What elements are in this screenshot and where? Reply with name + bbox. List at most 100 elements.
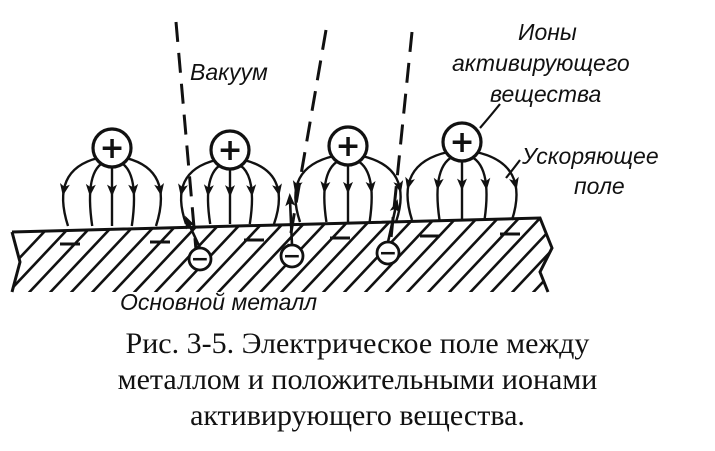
field-label-line1: Ускоряющее [521,143,659,169]
hatch-line [483,218,552,292]
down-arrow-icon [203,184,214,197]
ion-sign: + [217,133,242,168]
hatch-line [273,218,355,292]
hatch-line [568,215,648,300]
plus-in-circle-icon [327,125,369,167]
hatch-line [589,215,669,300]
hatch-line [441,218,523,292]
caption-line-3: активирующего вещества. [190,399,525,432]
down-arrow-icon [292,180,303,193]
up-arrow-icon [389,199,400,213]
positive-ions: + + + + [91,121,483,171]
hatch-line [12,218,61,292]
diagram-labels: Вакуум Ионы активирующего вещества Ускор… [120,19,659,315]
down-arrow-icon [320,181,331,194]
field-line [125,156,163,227]
field-line [475,150,518,221]
trajectory-3 [388,31,414,249]
ion-sign: + [449,125,474,160]
hatch-line [42,218,124,292]
hatch-line [462,218,544,292]
down-arrow-icon [128,183,139,197]
down-arrow-icon [178,183,188,197]
field-line [179,158,217,225]
vacuum-label: Вакуум [190,59,268,85]
positive-ion: + [91,127,133,169]
electron-path [288,199,294,246]
trajectory-1 [174,21,198,251]
hatch-line [504,218,552,292]
ions-leader [479,103,501,129]
down-arrow-icon [85,183,96,197]
electron-trajectories [174,21,414,251]
field-line [235,162,254,225]
down-arrow-icon [154,183,165,196]
down-arrow-icon [246,184,257,197]
ions-label-line3: вещества [490,81,601,107]
label-leaders [479,103,521,179]
down-arrow-icon [405,176,415,190]
hatch-line [21,218,103,292]
surface-charges [60,232,520,246]
electron: − [279,243,305,269]
down-arrow-icon [225,185,235,198]
up-arrow-icon [285,193,296,207]
ions-label-line1: Ионы [518,19,577,45]
ion-sign: + [99,131,124,166]
ions-label-line2: активирующего [452,50,630,76]
caption-line-2: металлом и положительными ионами [117,363,598,396]
caption-line-1: Рис. 3-5. Электрическое поле между [125,327,590,360]
field-line [117,160,136,227]
electrons: − − − [187,240,401,272]
hatch-line [294,218,376,292]
hatch-line [126,218,208,292]
electron: − [375,240,401,266]
field-line [467,154,488,221]
hatch-line [525,218,552,292]
down-arrow-icon [457,178,467,191]
hatch-line [378,218,460,292]
down-arrow-icon [343,181,353,194]
hatch-line [189,218,271,292]
hatch-line [546,218,552,292]
hatch-line [420,218,502,292]
down-arrow-icon [433,177,444,191]
field-line [88,160,107,227]
base-metal-label: Основной металл [120,289,317,315]
plus-in-circle-icon [209,129,251,171]
field-line [436,154,457,221]
field-line [61,156,99,227]
up-arrow-icon [185,215,196,230]
electron: − [187,246,213,272]
field-line [294,154,335,223]
minus-in-circle-icon [187,246,213,272]
electron-path [186,221,202,249]
field-line [406,150,449,221]
base-metal-block [10,215,669,300]
electron-sign: − [283,244,301,269]
trajectory-2 [286,29,328,251]
field-line [206,162,225,225]
field-line [243,158,281,225]
down-arrow-icon [480,177,491,191]
down-arrow-icon [509,176,519,190]
diagram-figure: + + + + − − − [10,19,669,315]
down-arrow-icon [59,183,70,196]
field-line [323,158,343,223]
field-line [353,158,373,223]
plus-in-circle-icon [91,127,133,169]
hatch-line [315,218,397,292]
positive-ion: + [327,125,369,167]
positive-ion: + [209,129,251,171]
minus-in-circle-icon [279,243,305,269]
field-leader [505,159,521,179]
down-arrow-icon [272,183,282,197]
positive-ion: + [441,121,483,163]
hatch-line [399,218,481,292]
plus-in-circle-icon [441,121,483,163]
figure-caption: Рис. 3-5. Электрическое поле между метал… [0,326,715,434]
hatch-line [231,218,313,292]
down-arrow-icon [107,184,117,197]
ion-sign: + [335,129,360,164]
electron-path [386,205,398,243]
